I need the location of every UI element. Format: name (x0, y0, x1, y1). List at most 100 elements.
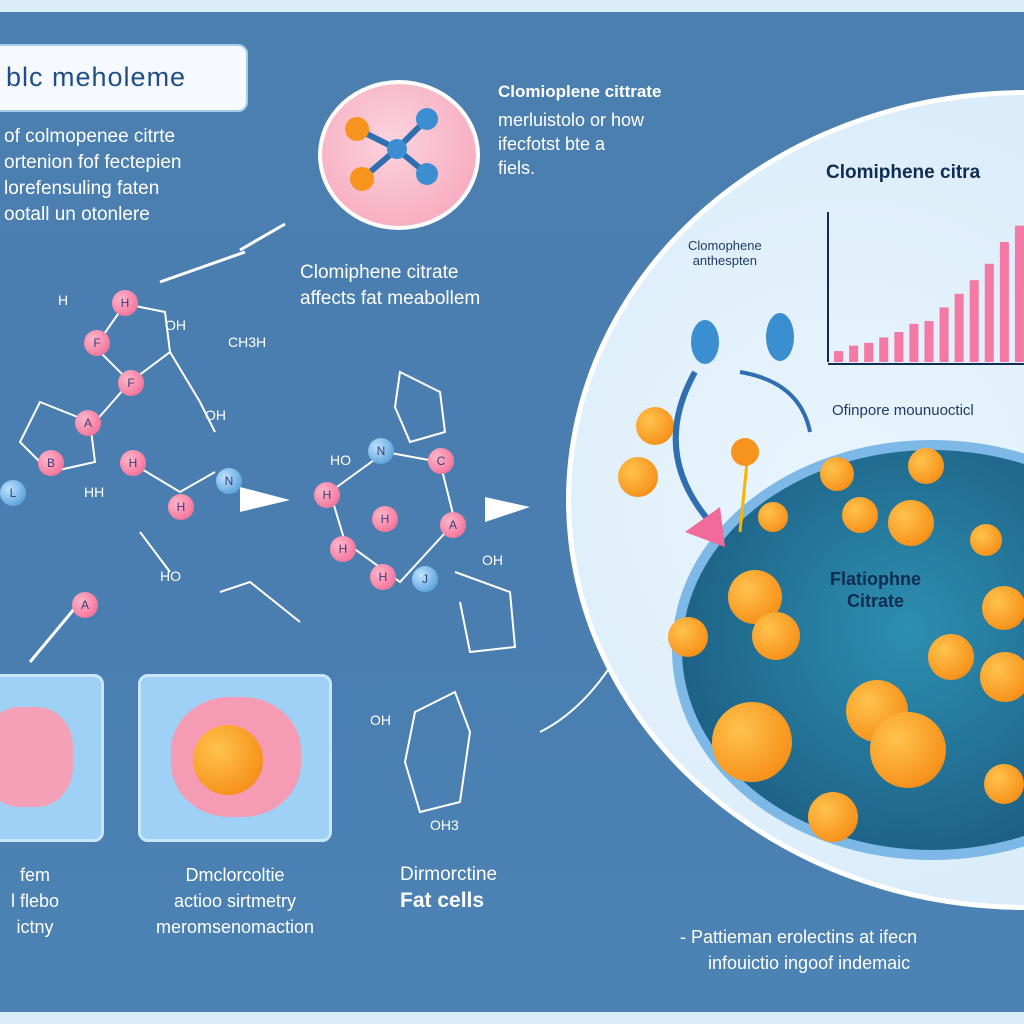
top-note-line: fiels. (498, 158, 536, 178)
fat-droplet (636, 407, 674, 445)
chart-title-wrap: Clomiphene citra (826, 162, 980, 184)
group-label: HO (160, 568, 181, 584)
receptor-label-line: Clomophene (688, 238, 762, 253)
fat-droplet (908, 448, 944, 484)
atom: A (72, 592, 98, 618)
atom: H (370, 564, 396, 590)
chart-bar (909, 323, 919, 362)
atom: F (84, 330, 110, 356)
molecule-icon (345, 108, 438, 191)
chart-title: Clomiphene citra (826, 162, 981, 183)
atom: H (314, 482, 340, 508)
chart-bar (924, 321, 934, 362)
footer-note: - Pattieman erolectins at ifecn infouict… (680, 924, 917, 976)
chart-bar (1014, 225, 1024, 362)
bar-chart (827, 212, 1024, 365)
fat-droplet (668, 617, 708, 657)
receptor-label: Clomophene anthespten (688, 238, 762, 268)
atom: H (112, 290, 138, 316)
receptor-label-line: anthespten (692, 253, 758, 268)
footer-line: infouictio ingoof indemaic (708, 953, 911, 973)
atom: J (412, 566, 438, 592)
atom: N (368, 438, 394, 464)
atom: N (216, 468, 242, 494)
infographic-canvas: blc meholeme of colmopenee citrte orteni… (0, 12, 1024, 1012)
fat-droplet (808, 792, 858, 842)
caption-line: Fat cells (400, 889, 485, 912)
caption-right: Dirmorctine Fat cells (400, 862, 497, 914)
title: blc meholeme (6, 62, 187, 92)
intro-line: of colmopenee citrte (4, 126, 176, 147)
caption-line: actioo sirtmetry (173, 891, 297, 911)
chart-bar (969, 280, 979, 362)
receptor-arrows (672, 313, 812, 547)
top-note-heading: Clomioplene cittrate (498, 82, 662, 101)
caption-line: ictny (16, 917, 54, 937)
group-label: HH (84, 484, 105, 500)
fat-droplet (888, 500, 934, 546)
caption-line: meromsenomaction (155, 917, 315, 937)
group-label: OH (370, 712, 391, 728)
fat-droplet (980, 652, 1024, 702)
atom: H (168, 494, 194, 520)
fat-droplet (984, 764, 1024, 804)
group-label: OH (205, 407, 226, 423)
title-box: blc meholeme (0, 44, 248, 112)
fat-droplet (820, 457, 854, 491)
top-note-line: ifecfotst bte a (498, 134, 606, 154)
group-label: H (58, 292, 69, 308)
group-label: CH3H (228, 334, 267, 350)
panel-middle (138, 674, 332, 842)
chart-bar (879, 337, 889, 362)
atom: H (330, 536, 356, 562)
fat-droplet (758, 502, 788, 532)
chart-bar (939, 307, 949, 362)
molecule-circle (318, 80, 480, 230)
caption-line: fem (19, 865, 50, 885)
side-label: Ofinpore mounuocticl (832, 402, 974, 419)
fat-droplet (928, 634, 974, 680)
atom: H (120, 450, 146, 476)
caption-line: Dirmorctine (400, 864, 498, 885)
atom: L (0, 480, 26, 506)
intro-text: of colmopenee citrte ortenion fof fectep… (4, 124, 264, 228)
intro-line: lorefensuling faten (4, 178, 160, 199)
atom: A (440, 512, 466, 538)
fat-droplet (712, 702, 792, 782)
chart-bar (954, 293, 964, 362)
atom: B (38, 450, 64, 476)
group-label: OH (165, 317, 186, 333)
atom: C (428, 448, 454, 474)
top-note-line: merluistolo or how (498, 110, 645, 130)
fat-droplet-icon (193, 725, 263, 795)
mid-heading-line: Clomiphene citrate (300, 262, 459, 283)
atom: F (118, 370, 144, 396)
cell-label-line: Flatiophne (830, 569, 921, 589)
panel-left (0, 674, 104, 842)
intro-line: ortenion fof fectepien (4, 152, 182, 173)
chart-bar (834, 351, 844, 362)
chart-bar (849, 345, 859, 362)
intro-line: ootall un otonlere (4, 204, 150, 225)
chart-bar (984, 263, 994, 362)
mid-heading-line: affects fat meabollem (300, 288, 481, 309)
fat-droplet (870, 712, 946, 788)
fat-droplet (752, 612, 800, 660)
cell-label-line: Citrate (846, 591, 904, 611)
mid-heading: Clomiphene citrate affects fat meabollem (300, 260, 480, 312)
fat-droplet (970, 524, 1002, 556)
caption-left: fem l flebo ictny (0, 862, 80, 940)
caption-middle: Dmclorcoltie actioo sirtmetry meromsenom… (118, 862, 352, 940)
atom: A (75, 410, 101, 436)
group-label: OH (482, 552, 503, 568)
group-label: OH3 (430, 817, 459, 833)
group-label: HO (330, 452, 351, 468)
chart-bar (894, 332, 904, 362)
caption-line: Dmclorcoltie (185, 865, 285, 885)
fat-droplet (842, 497, 878, 533)
chart-bar (864, 342, 874, 362)
caption-line: l flebo (10, 891, 60, 911)
cell-icon (0, 707, 73, 807)
chart-bar (999, 242, 1009, 362)
cell-label: Flatiophne Citrate (830, 568, 921, 612)
